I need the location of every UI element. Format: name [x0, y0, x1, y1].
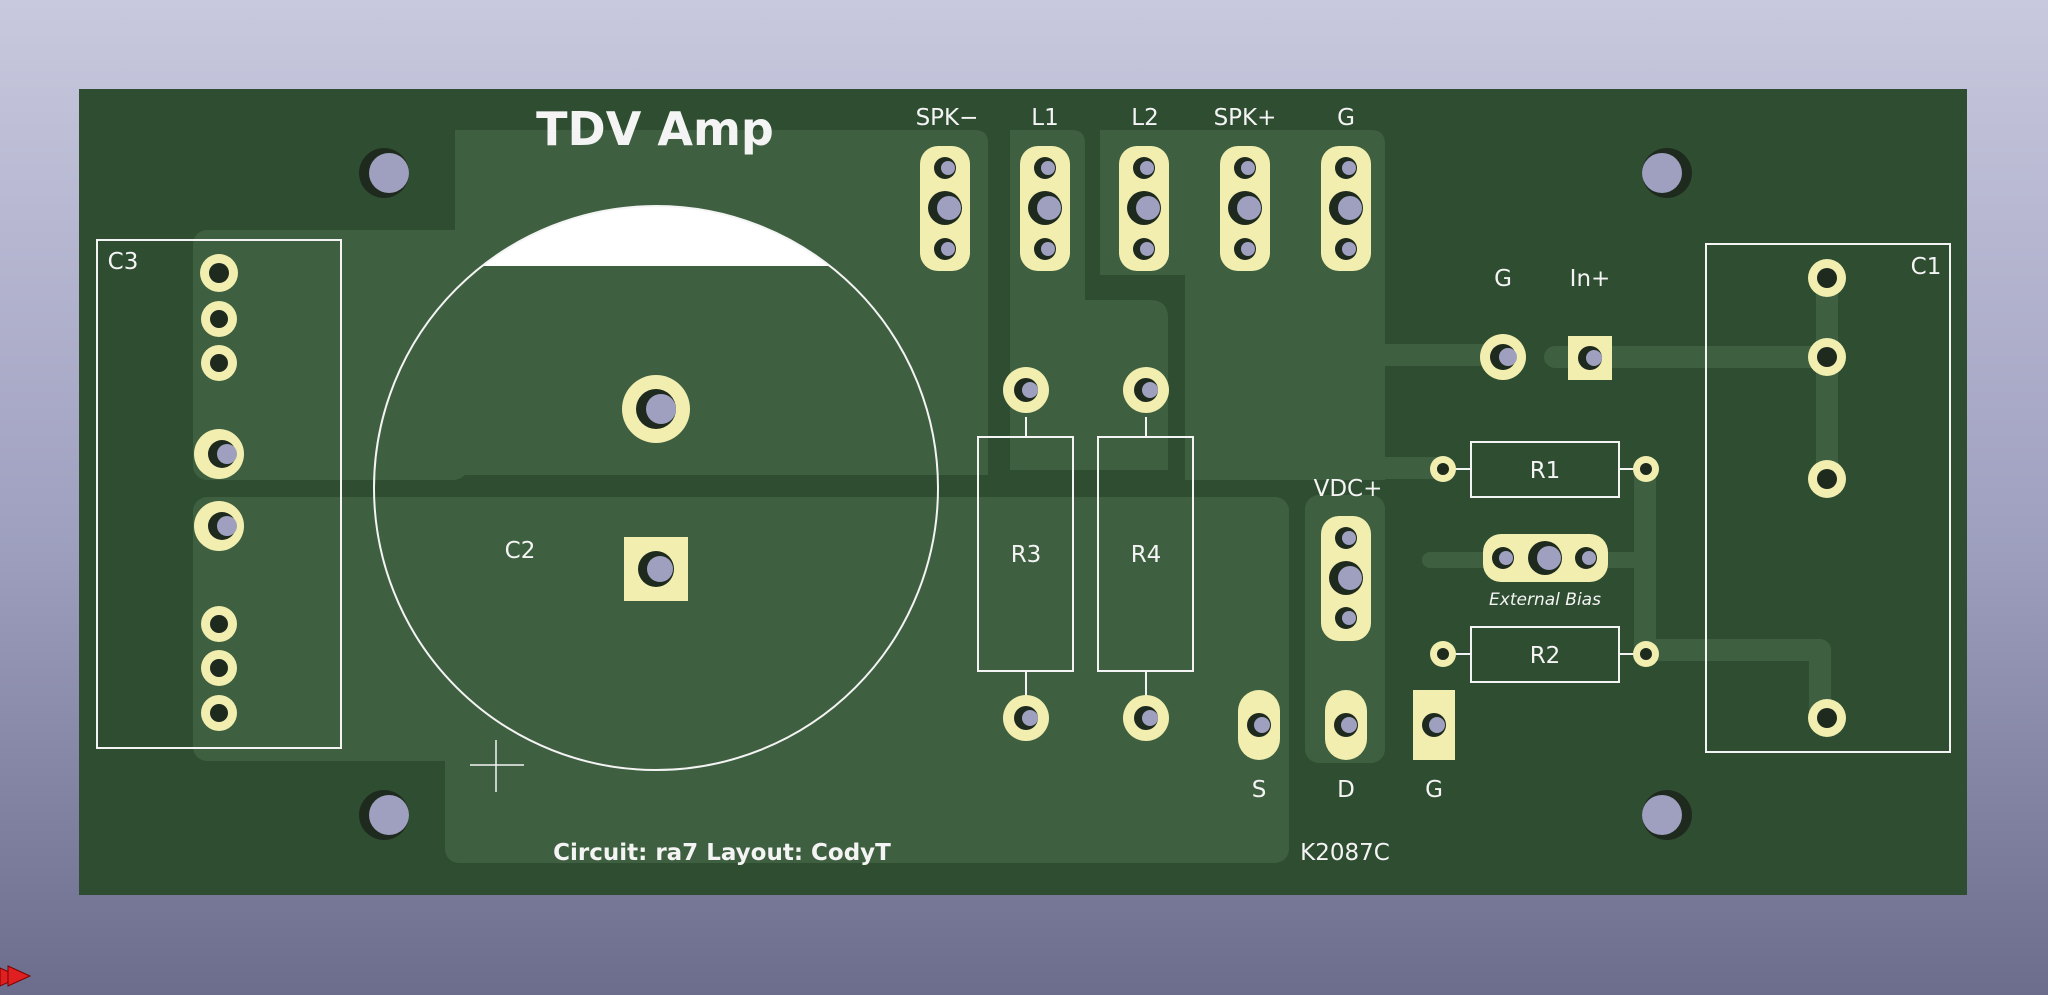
- c3-pads: [194, 254, 244, 731]
- label-r1: R1: [1530, 458, 1561, 484]
- cross-icon: [470, 740, 524, 792]
- label-vdc-plus: VDC+: [1314, 476, 1383, 502]
- red-triangle-icon: [0, 965, 32, 987]
- input-pads: [1480, 334, 1612, 380]
- spk-plus-header: [1220, 146, 1270, 271]
- l1-header: [1020, 146, 1070, 271]
- board-credits: Circuit: ra7 Layout: CodyT: [553, 840, 891, 866]
- board-id: K2087C: [1300, 840, 1390, 866]
- spk-minus-header: [920, 146, 970, 271]
- label-c3: C3: [108, 249, 139, 275]
- label-external-bias: External Bias: [1489, 590, 1601, 610]
- label-l1: L1: [1031, 105, 1058, 131]
- board-title: TDV Amp: [536, 102, 774, 156]
- transistor-pads: [1238, 690, 1455, 760]
- label-r4: R4: [1131, 542, 1162, 568]
- r4-pads: [1123, 367, 1169, 741]
- label-g-input: G: [1494, 266, 1512, 292]
- label-in-plus: In+: [1570, 266, 1611, 292]
- external-bias-header: [1483, 534, 1608, 582]
- r3-pads: [1003, 367, 1049, 741]
- label-c1: C1: [1911, 254, 1942, 280]
- label-c2: C2: [505, 538, 536, 564]
- label-r2: R2: [1530, 643, 1561, 669]
- r2-pads: [1430, 641, 1659, 667]
- mounting-holes: [359, 148, 1692, 840]
- vdc-plus-header: [1321, 516, 1371, 641]
- label-l2: L2: [1131, 105, 1158, 131]
- label-spk-minus: SPK−: [916, 105, 979, 131]
- g-top-header: [1321, 146, 1371, 271]
- silkscreen-labels: TDV Amp Circuit: ra7 Layout: CodyT K2087…: [108, 102, 1942, 866]
- label-r3: R3: [1011, 542, 1042, 568]
- label-spk-plus: SPK+: [1214, 105, 1277, 131]
- label-g-bottom: G: [1425, 777, 1443, 803]
- r1-pads: [1430, 456, 1659, 482]
- c1-pads: [1808, 259, 1846, 737]
- label-s: S: [1252, 777, 1267, 803]
- label-g-top: G: [1337, 105, 1355, 131]
- pads[interactable]: [194, 146, 1846, 760]
- c2-pads: [622, 375, 690, 601]
- label-d: D: [1337, 777, 1355, 803]
- l2-header: [1119, 146, 1169, 271]
